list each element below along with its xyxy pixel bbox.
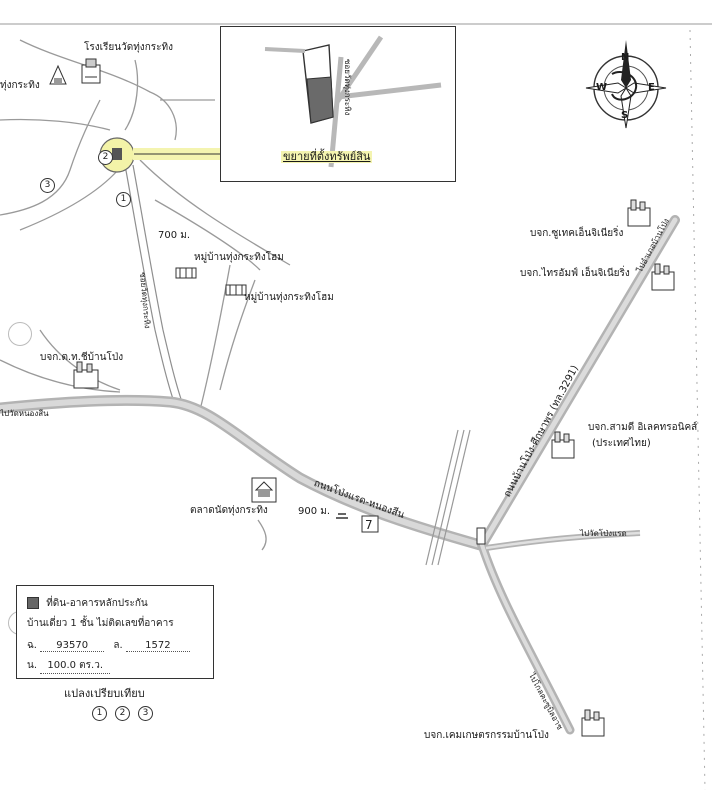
market-label: ตลาดนัดทุ่งกระทิง xyxy=(190,505,268,516)
inset-map xyxy=(264,35,442,168)
highway-3291 xyxy=(477,215,680,550)
factory-icon xyxy=(651,263,675,291)
factory-icon xyxy=(581,709,605,737)
legend-chanot-prefix: ฉ. xyxy=(27,640,37,651)
main-road xyxy=(0,394,486,551)
factory-icon xyxy=(73,361,99,389)
legend-chanot-value: 93570 xyxy=(40,640,105,652)
factory-5-label: บจก.เคมเกษตรกรรมบ้านโป่ง xyxy=(424,730,549,741)
village-1-label: หมู่บ้านทุ่งกระทิงโฮม xyxy=(194,252,284,263)
compass-rose xyxy=(585,40,667,129)
marker-2: 2 xyxy=(98,150,113,165)
scan-punch-hole xyxy=(8,322,32,346)
inset-building-hatched xyxy=(306,76,334,124)
compass-n: N xyxy=(621,52,630,63)
compass-s: S xyxy=(621,110,629,121)
school-label: โรงเรียนวัดทุ่งกระทิง xyxy=(84,42,173,53)
compass-w: W xyxy=(596,82,608,93)
legend-swatch-label: ที่ดิน-อาคารหลักประกัน xyxy=(46,598,148,609)
distance-900-label: 900 ม. xyxy=(298,506,331,517)
convenience-store-icon: 7 xyxy=(361,515,379,533)
to-nong-sin-label: ไปวัดหนองสีน xyxy=(0,409,49,418)
marker-1: 1 xyxy=(116,192,131,207)
inset-road-label: ซอยวัดทุ่งกระทิง xyxy=(343,59,352,116)
market-icon xyxy=(251,477,277,503)
temple-icon xyxy=(49,64,67,85)
village-icon xyxy=(175,267,197,279)
legend-hatch-swatch xyxy=(27,597,39,609)
legend-box: ที่ดิน-อาคารหลักประกัน บ้านเดี่ยว 1 ชั้น… xyxy=(16,585,214,679)
village-2-label: หมู่บ้านทุ่งกระทิงโฮม xyxy=(244,292,334,303)
rail-lines xyxy=(425,429,471,566)
property-inset: ซอยวัดทุ่งกระทิง ขยายที่ตั้งทรัพย์สิน xyxy=(220,26,456,182)
temple-label: ทุ่งกระทิง xyxy=(0,80,40,91)
compass-e: E xyxy=(648,82,655,93)
bus-stop-icon xyxy=(336,513,348,519)
page-edge-right xyxy=(689,29,706,791)
legend-deed-row: ฉ. 93570 ล. 1572 xyxy=(27,638,190,653)
road-east xyxy=(485,530,641,551)
legend-land-no-prefix: ล. xyxy=(113,640,123,651)
compare-title: แปลงเปรียบเทียบ xyxy=(64,687,145,700)
inset-title: ขยายที่ตั้งทรัพย์สิน xyxy=(281,150,373,164)
compare-marker-1: 1 xyxy=(92,706,107,721)
marker-3: 3 xyxy=(40,178,55,193)
factory-3-label: บจก.ต.ท.ชีบ้านโป่ง xyxy=(40,352,124,363)
minor-roads xyxy=(0,39,291,551)
inset-top-road xyxy=(264,47,306,53)
legend-area-prefix: น. xyxy=(27,660,38,671)
compare-marker-3: 3 xyxy=(138,706,153,721)
junction-marker xyxy=(476,527,486,545)
svg-text:7: 7 xyxy=(365,518,373,532)
factory-2-label: บจก.ไทรอัมฟ์ เอ็นจิเนียริ่ง xyxy=(520,268,630,279)
village-icon xyxy=(225,284,247,296)
legend-area-value: 100.0 ตร.ว. xyxy=(40,658,111,674)
legend-land-no-value: 1572 xyxy=(125,640,190,652)
legend-building: บ้านเดี่ยว 1 ชั้น ไม่ติดเลขที่อาคาร xyxy=(27,618,174,629)
school-icon xyxy=(81,58,101,84)
property-location-marker xyxy=(112,148,122,160)
factory-1-label: บจก.ซูเทคเอ็นจิเนียริ่ง xyxy=(530,228,624,239)
legend-area-row: น. 100.0 ตร.ว. xyxy=(27,658,111,674)
legend-swatch-row: ที่ดิน-อาคารหลักประกัน xyxy=(27,596,148,611)
factory-4-label-2: (ประเทศไทย) xyxy=(592,438,651,449)
factory-4-label-1: บจก.สามดี อิเลคทรอนิคส์ xyxy=(588,422,698,433)
compare-marker-2: 2 xyxy=(115,706,130,721)
soi-road xyxy=(124,164,184,406)
highway-south xyxy=(477,540,575,735)
to-pong-raet-label: ไปวัดโป่งแรด xyxy=(580,529,627,538)
factory-icon xyxy=(551,431,575,459)
distance-700-label: 700 ม. xyxy=(158,230,191,241)
factory-icon xyxy=(627,199,651,227)
